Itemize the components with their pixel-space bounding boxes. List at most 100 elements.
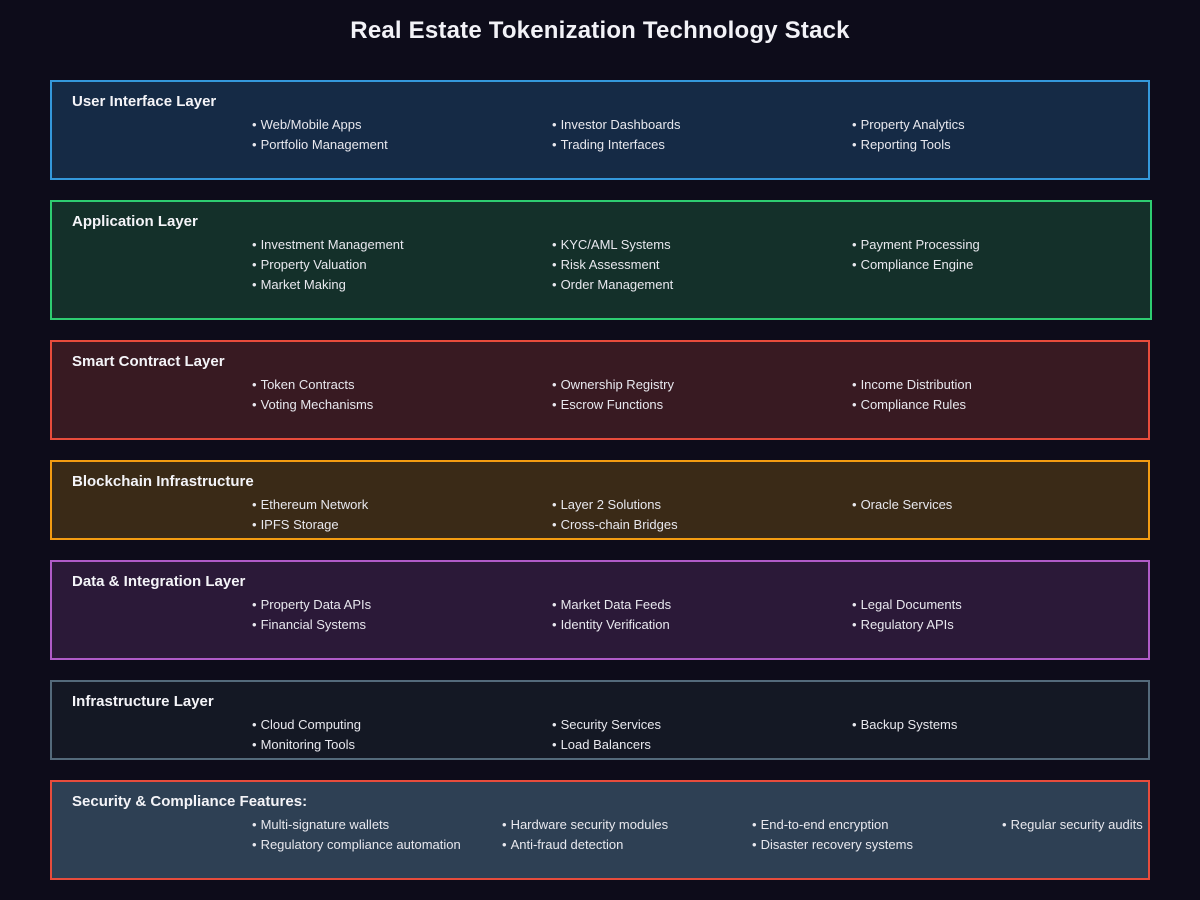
feature-item[interactable]: •KYC/AML Systems (552, 235, 673, 255)
feature-label: Oracle Services (860, 497, 953, 512)
feature-label: Web/Mobile Apps (260, 117, 362, 132)
feature-item[interactable]: •Compliance Engine (852, 255, 980, 275)
feature-item[interactable]: •Voting Mechanisms (252, 395, 373, 415)
bullet-icon: • (852, 237, 857, 252)
feature-label: Compliance Engine (860, 257, 974, 272)
feature-item[interactable]: •Hardware security modules (502, 815, 668, 835)
layer-data-and-integration-layer-heading: Data & Integration Layer (72, 573, 246, 590)
bullet-icon: • (252, 597, 257, 612)
feature-item[interactable]: •Payment Processing (852, 235, 980, 255)
feature-item[interactable]: •Web/Mobile Apps (252, 115, 388, 135)
feature-item[interactable]: •Order Management (552, 275, 673, 295)
feature-item[interactable]: •Cross-chain Bridges (552, 515, 678, 535)
layer-smart-contract-layer[interactable]: Smart Contract Layer•Token Contracts•Vot… (50, 340, 1150, 440)
feature-item[interactable]: •Cloud Computing (252, 715, 361, 735)
layer-infrastructure-layer-column-3: •Backup Systems (852, 715, 957, 735)
bullet-icon: • (852, 257, 857, 272)
feature-label: Regulatory APIs (860, 617, 954, 632)
feature-item[interactable]: •Investor Dashboards (552, 115, 681, 135)
feature-item[interactable]: •Portfolio Management (252, 135, 388, 155)
feature-label: Cloud Computing (260, 717, 362, 732)
layer-blockchain-infrastructure[interactable]: Blockchain Infrastructure•Ethereum Netwo… (50, 460, 1150, 540)
feature-item[interactable]: •Regulatory compliance automation (252, 835, 461, 855)
feature-item[interactable]: •Anti-fraud detection (502, 835, 668, 855)
feature-item[interactable]: •Financial Systems (252, 615, 371, 635)
bullet-icon: • (852, 717, 857, 732)
layer-infrastructure-layer[interactable]: Infrastructure Layer•Cloud Computing•Mon… (50, 680, 1150, 760)
bullet-icon: • (252, 737, 257, 752)
layer-user-interface-layer[interactable]: User Interface Layer•Web/Mobile Apps•Por… (50, 80, 1150, 180)
bullet-icon: • (752, 837, 757, 852)
feature-item[interactable]: •Market Data Feeds (552, 595, 671, 615)
bullet-icon: • (852, 137, 857, 152)
layer-blockchain-infrastructure-column-3: •Oracle Services (852, 495, 952, 515)
layer-user-interface-layer-heading: User Interface Layer (72, 93, 217, 110)
feature-label: Token Contracts (260, 377, 355, 392)
feature-item[interactable]: •Property Data APIs (252, 595, 371, 615)
layer-application-layer-column-1: •Investment Management•Property Valuatio… (252, 235, 404, 295)
feature-item[interactable]: •Ownership Registry (552, 375, 674, 395)
bullet-icon: • (252, 117, 257, 132)
feature-label: Income Distribution (860, 377, 972, 392)
security-compliance-panel-column-3: •End-to-end encryption•Disaster recovery… (752, 815, 913, 855)
feature-label: Property Analytics (860, 117, 965, 132)
layer-user-interface-layer-column-2: •Investor Dashboards•Trading Interfaces (552, 115, 681, 155)
feature-item[interactable]: •Security Services (552, 715, 661, 735)
security-compliance-panel-column-1: •Multi-signature wallets•Regulatory comp… (252, 815, 461, 855)
feature-label: Monitoring Tools (260, 737, 355, 752)
security-compliance-panel[interactable]: Security & Compliance Features:•Multi-si… (50, 780, 1150, 880)
feature-item[interactable]: •Monitoring Tools (252, 735, 361, 755)
feature-item[interactable]: •Reporting Tools (852, 135, 965, 155)
layer-application-layer-column-3: •Payment Processing•Compliance Engine (852, 235, 980, 275)
feature-item[interactable]: •Property Valuation (252, 255, 404, 275)
layer-application-layer[interactable]: Application Layer•Investment Management•… (50, 200, 1152, 320)
bullet-icon: • (252, 497, 257, 512)
feature-label: Compliance Rules (860, 397, 967, 412)
page-title: Real Estate Tokenization Technology Stac… (350, 17, 850, 44)
feature-label: Property Valuation (260, 257, 367, 272)
bullet-icon: • (252, 237, 257, 252)
feature-item[interactable]: •Escrow Functions (552, 395, 674, 415)
feature-item[interactable]: •Compliance Rules (852, 395, 972, 415)
feature-item[interactable]: •IPFS Storage (252, 515, 368, 535)
bullet-icon: • (852, 377, 857, 392)
feature-label: Load Balancers (560, 737, 651, 752)
feature-item[interactable]: •Ethereum Network (252, 495, 368, 515)
feature-item[interactable]: •Investment Management (252, 235, 404, 255)
feature-item[interactable]: •Load Balancers (552, 735, 661, 755)
feature-item[interactable]: •Token Contracts (252, 375, 373, 395)
feature-item[interactable]: •Property Analytics (852, 115, 965, 135)
feature-item[interactable]: •Trading Interfaces (552, 135, 681, 155)
feature-item[interactable]: •Multi-signature wallets (252, 815, 461, 835)
feature-item[interactable]: •Market Making (252, 275, 404, 295)
feature-label: Layer 2 Solutions (560, 497, 662, 512)
feature-label: Voting Mechanisms (260, 397, 374, 412)
bullet-icon: • (252, 137, 257, 152)
bullet-icon: • (552, 137, 557, 152)
feature-item[interactable]: •Income Distribution (852, 375, 972, 395)
bullet-icon: • (252, 617, 257, 632)
feature-item[interactable]: •Oracle Services (852, 495, 952, 515)
bullet-icon: • (852, 617, 857, 632)
feature-label: Property Data APIs (260, 597, 372, 612)
feature-label: Ethereum Network (260, 497, 369, 512)
feature-item[interactable]: •Regular security audits (1002, 815, 1143, 835)
layer-infrastructure-layer-column-2: •Security Services•Load Balancers (552, 715, 661, 755)
feature-item[interactable]: •Layer 2 Solutions (552, 495, 678, 515)
bullet-icon: • (552, 117, 557, 132)
bullet-icon: • (852, 117, 857, 132)
feature-item[interactable]: •End-to-end encryption (752, 815, 913, 835)
layer-infrastructure-layer-column-1: •Cloud Computing•Monitoring Tools (252, 715, 361, 755)
feature-label: Payment Processing (860, 237, 980, 252)
feature-label: Investor Dashboards (560, 117, 681, 132)
layer-smart-contract-layer-heading: Smart Contract Layer (72, 353, 225, 370)
feature-item[interactable]: •Identity Verification (552, 615, 671, 635)
feature-label: IPFS Storage (260, 517, 339, 532)
feature-item[interactable]: •Regulatory APIs (852, 615, 962, 635)
feature-item[interactable]: •Backup Systems (852, 715, 957, 735)
feature-item[interactable]: •Disaster recovery systems (752, 835, 913, 855)
feature-item[interactable]: •Legal Documents (852, 595, 962, 615)
bullet-icon: • (502, 817, 507, 832)
feature-item[interactable]: •Risk Assessment (552, 255, 673, 275)
layer-data-and-integration-layer[interactable]: Data & Integration Layer•Property Data A… (50, 560, 1150, 660)
